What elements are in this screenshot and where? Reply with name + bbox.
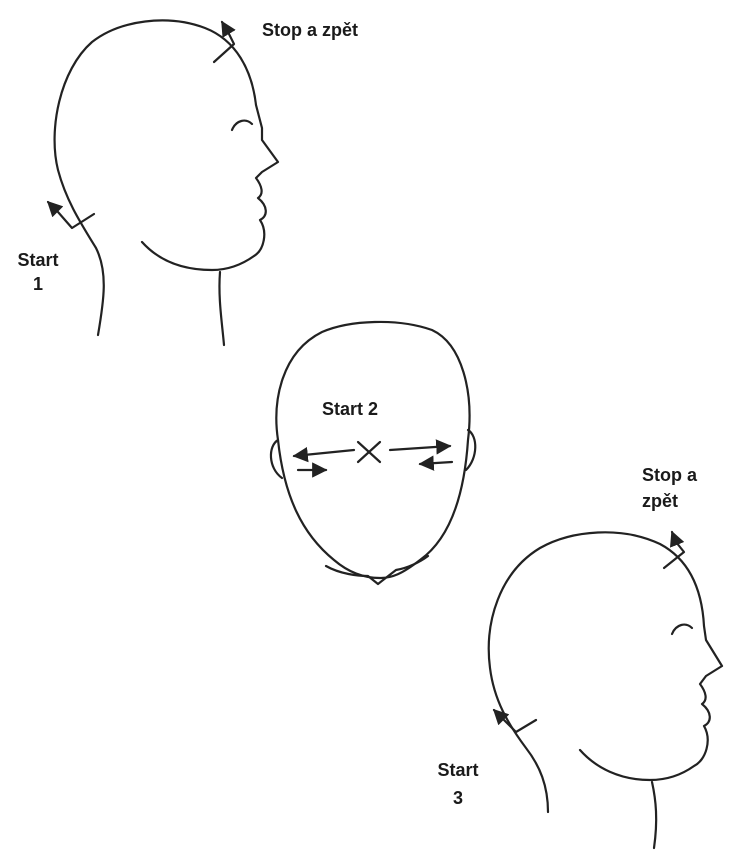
start-label-3: Start 3 (428, 756, 488, 812)
arrow-right-long (390, 446, 450, 450)
start-label-3-word: Start (428, 756, 488, 784)
head-top-view-2 (271, 322, 475, 584)
head-1-neck (219, 272, 224, 345)
head-3-neck (652, 782, 656, 848)
head-1-ear (232, 121, 252, 130)
stop-label-1: Stop a zpět (262, 18, 358, 42)
start-label-1: Start 1 (10, 248, 66, 296)
stop-label-3-line2: zpět (642, 488, 697, 514)
start-marker-3 (494, 710, 536, 732)
head-1-outline (55, 20, 278, 335)
stop-marker-3 (664, 532, 684, 568)
arrow-left-short (420, 462, 452, 464)
start-label-2: Start 2 (322, 397, 378, 421)
stop-label-3: Stop a zpět (642, 462, 697, 514)
start-label-3-number: 3 (428, 784, 488, 812)
head-3-ear (672, 625, 692, 634)
head-3-outline (489, 532, 722, 812)
head-profile-1 (48, 20, 278, 345)
start-label-1-word: Start (10, 248, 66, 272)
arrow-left-long (294, 450, 354, 456)
stop-marker-1 (214, 22, 234, 62)
head-2-outline (276, 322, 469, 578)
head-profile-3 (489, 532, 722, 848)
start-label-1-number: 1 (10, 272, 66, 296)
stop-label-3-line1: Stop a (642, 462, 697, 488)
head-2-nose (326, 556, 428, 584)
